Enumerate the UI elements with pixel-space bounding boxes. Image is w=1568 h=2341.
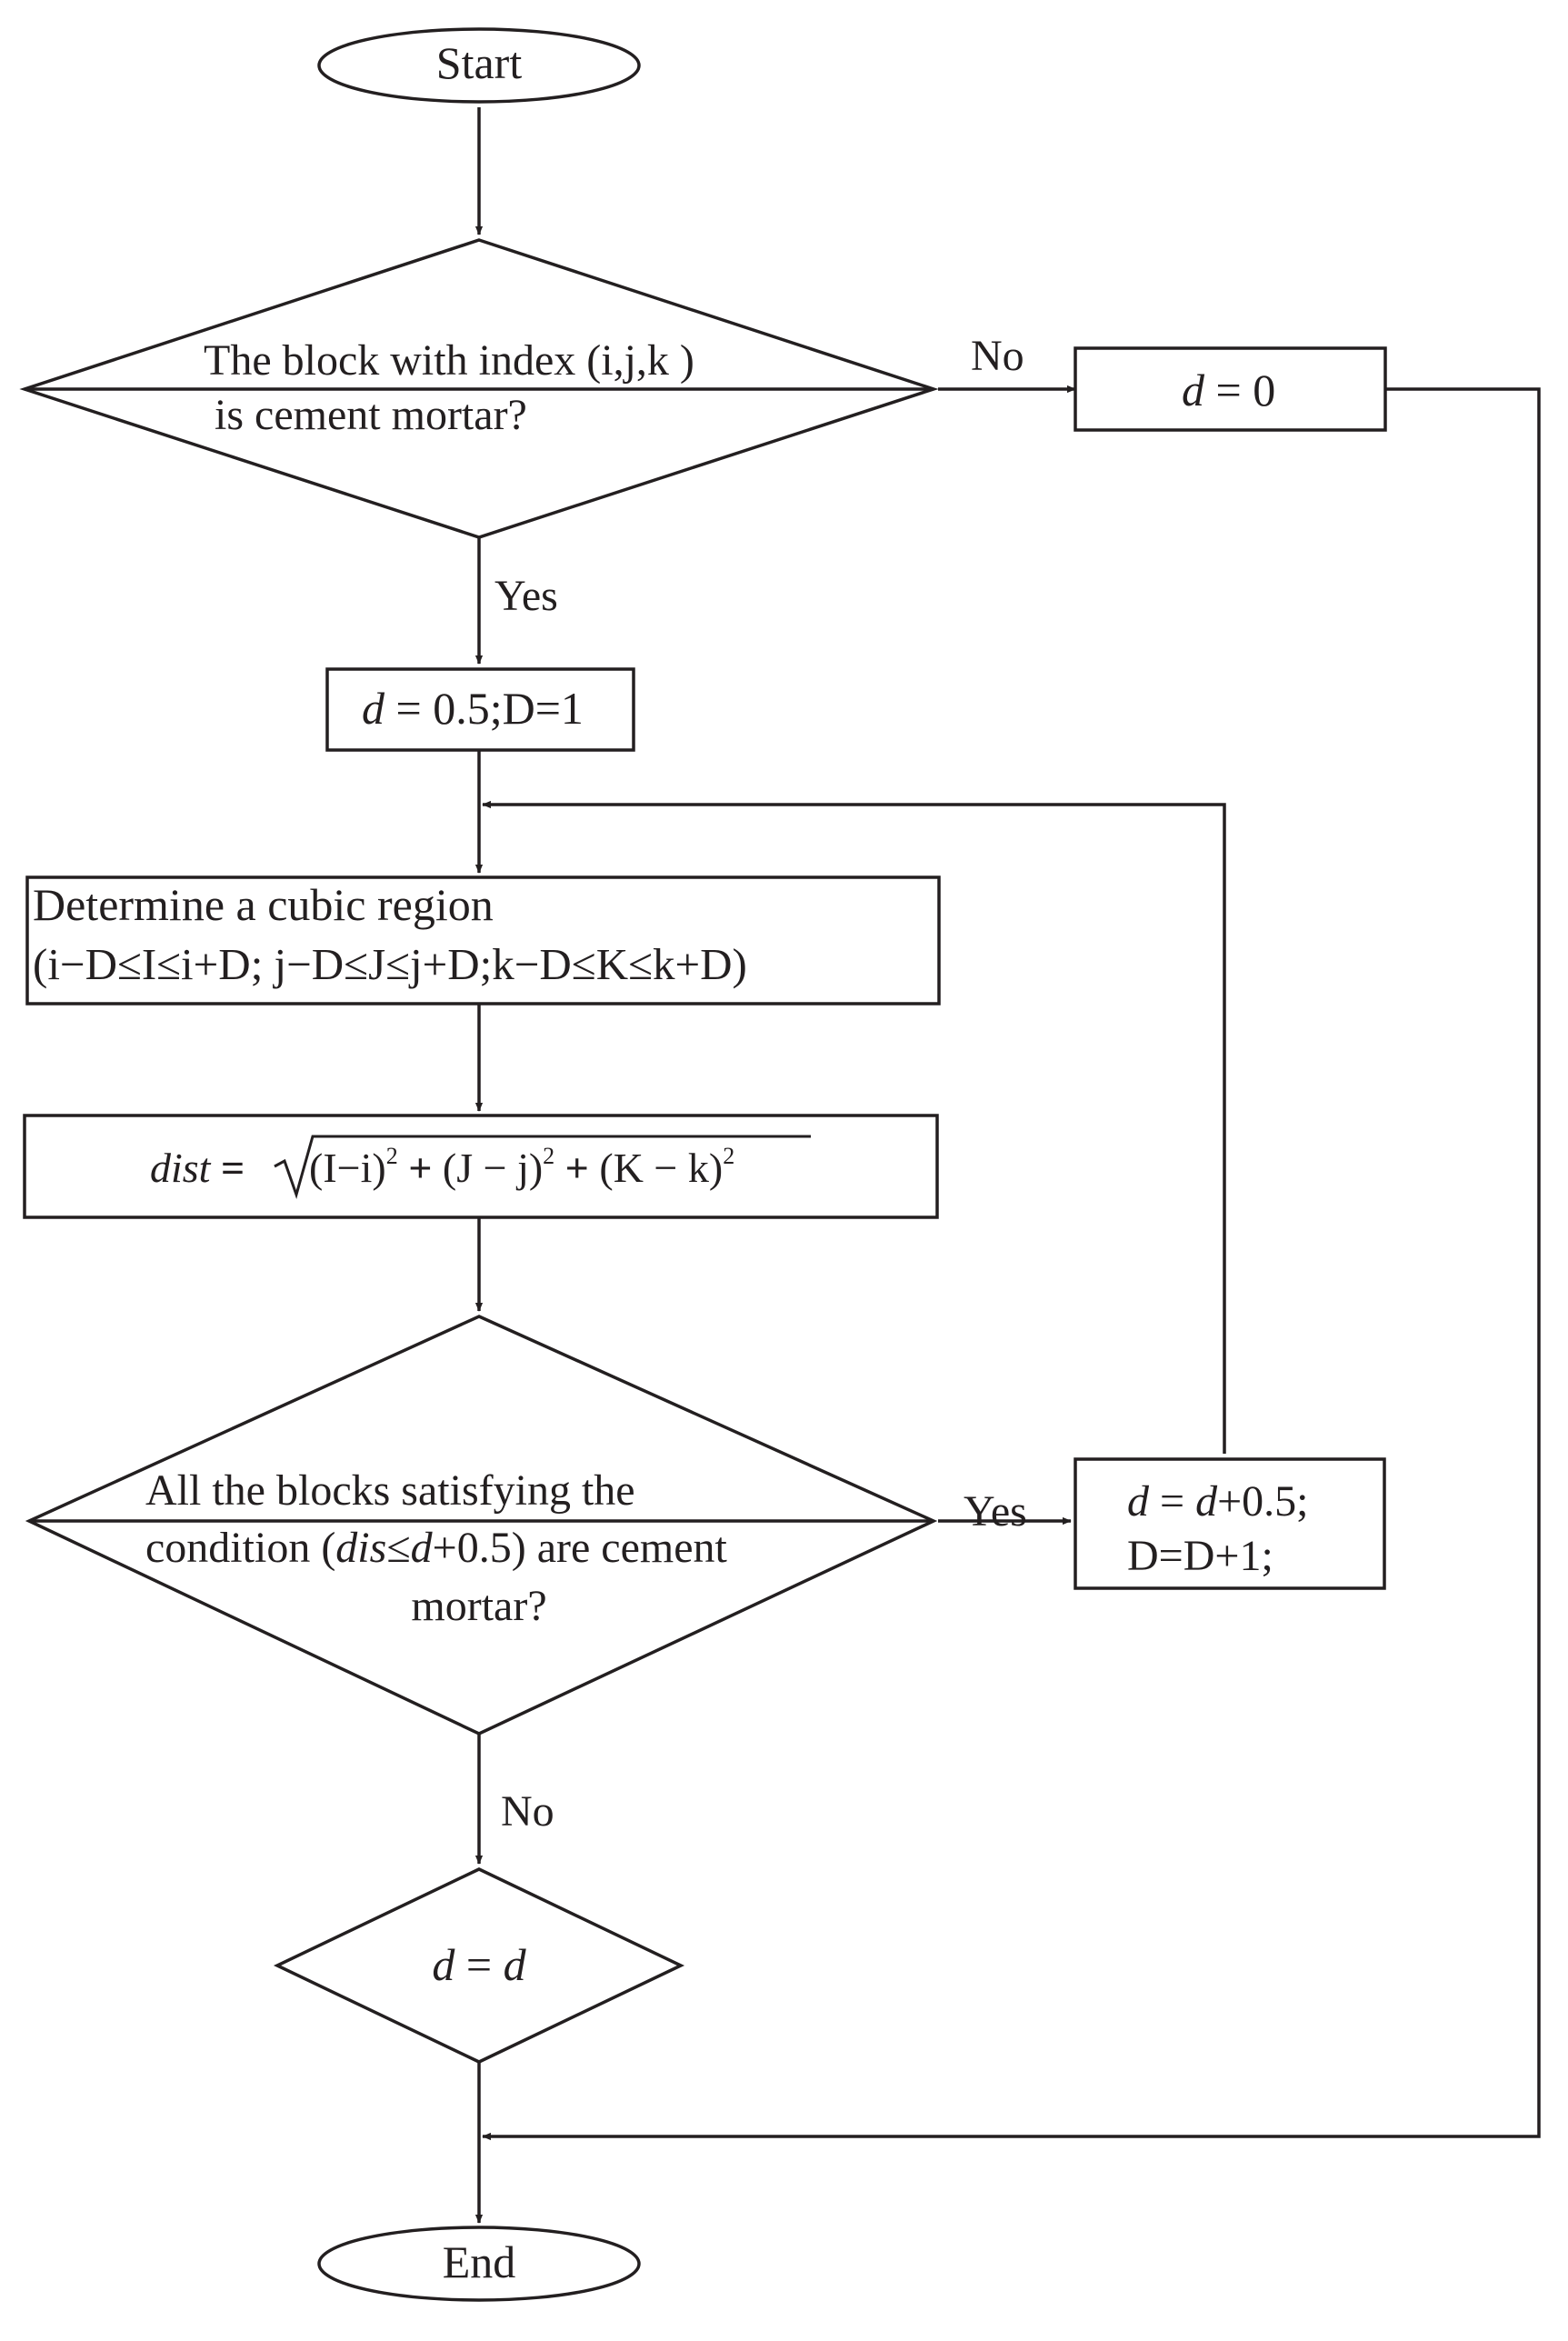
end-label: End [443, 2236, 516, 2287]
assign-zero-value: = 0 [1204, 365, 1275, 415]
decision-block-is-cement-mortar: The block with index (i,j,k ) is cement … [19, 238, 939, 539]
dist-term2: (J − j) [443, 1145, 543, 1191]
increment-eq: = [1149, 1477, 1195, 1526]
decision1-no-label: No [971, 332, 1024, 380]
dist-equals: = [210, 1145, 245, 1191]
increment-var2: d [1195, 1477, 1218, 1526]
start-node: Start [317, 27, 641, 104]
init-rest: = 0.5;D=1 [385, 683, 584, 734]
increment-box: d = d+0.5; D=D+1; [1074, 1457, 1386, 1590]
decision-all-blocks-cement-mortar: All the blocks satisfying the condition … [25, 1315, 938, 1736]
cubic-region-box: Determine a cubic region (i−D≤I≤i+D; j−D… [25, 875, 941, 1005]
region-line2: (i−D≤I≤i+D; j−D≤J≤j+D;k−D≤K≤k+D) [33, 939, 747, 989]
connectors [474, 107, 1541, 2224]
dist-plus2: + [554, 1145, 599, 1191]
decision2-var-d: d [411, 1524, 434, 1572]
final-var1: d [432, 1939, 455, 1990]
decision2-line2c: +0.5) are cement [433, 1524, 728, 1572]
decision1-yes-label: Yes [494, 572, 558, 620]
assign-d-zero-box: d = 0 [1074, 346, 1387, 432]
final-assign-diamond: d = d [273, 1867, 685, 2064]
dist-sup3: 2 [723, 1143, 734, 1169]
init-var: d [362, 683, 385, 734]
svg-text:d = d+0.5;: d = d+0.5; [1127, 1477, 1308, 1526]
decision2-line3: mortar? [411, 1582, 546, 1630]
decision2-var-dis: dis [335, 1524, 386, 1572]
svg-text:d = 0: d = 0 [1182, 365, 1275, 415]
final-var2: d [504, 1939, 527, 1990]
dist-plus1: + [398, 1145, 443, 1191]
return-arrow-from-d-zero [482, 387, 1541, 2141]
init-box: d = 0.5;D=1 [325, 667, 635, 752]
decision2-line1: All the blocks satisfying the [145, 1466, 635, 1515]
dist-formula: dist = [150, 1145, 245, 1191]
dist-term1: (I−i) [309, 1145, 386, 1191]
increment-rest: +0.5; [1217, 1477, 1308, 1526]
region-line1: Determine a cubic region [33, 879, 494, 930]
dist-sup2: 2 [543, 1143, 554, 1169]
start-label: Start [436, 37, 523, 88]
svg-text:d = d: d = d [432, 1939, 526, 1990]
dist-sup1: 2 [386, 1143, 398, 1169]
end-node: End [317, 2226, 641, 2302]
svg-text:d = 0.5;D=1: d = 0.5;D=1 [362, 683, 584, 734]
distance-formula-box: dist = (I−i)2 + (J − j)2 + (K − k)2 [23, 1114, 939, 1219]
svg-text:condition (dis≤d+0.5) are ceme: condition (dis≤d+0.5) are cement [145, 1524, 728, 1572]
increment-line2: D=D+1; [1127, 1532, 1273, 1580]
increment-var1: d [1127, 1477, 1150, 1526]
assign-zero-var: d [1182, 365, 1205, 415]
dist-lhs: dist [150, 1145, 212, 1191]
decision1-line2: is cement mortar? [215, 391, 527, 439]
decision2-no-label: No [501, 1787, 554, 1836]
decision2-yes-label: Yes [964, 1487, 1027, 1536]
final-eq: = [454, 1939, 503, 1990]
sqrt-symbol [274, 1135, 811, 1199]
decision2-line2a: condition ( [145, 1524, 335, 1572]
decision2-le: ≤ [386, 1524, 410, 1572]
dist-term3: (K − k) [599, 1145, 723, 1191]
decision1-line1: The block with index (i,j,k ) [204, 336, 694, 385]
loop-back-arrow [482, 800, 1226, 1454]
svg-text:(I−i)2 + (J − j)2 + (K − k)2: (I−i)2 + (J − j)2 + (K − k)2 [309, 1143, 734, 1191]
